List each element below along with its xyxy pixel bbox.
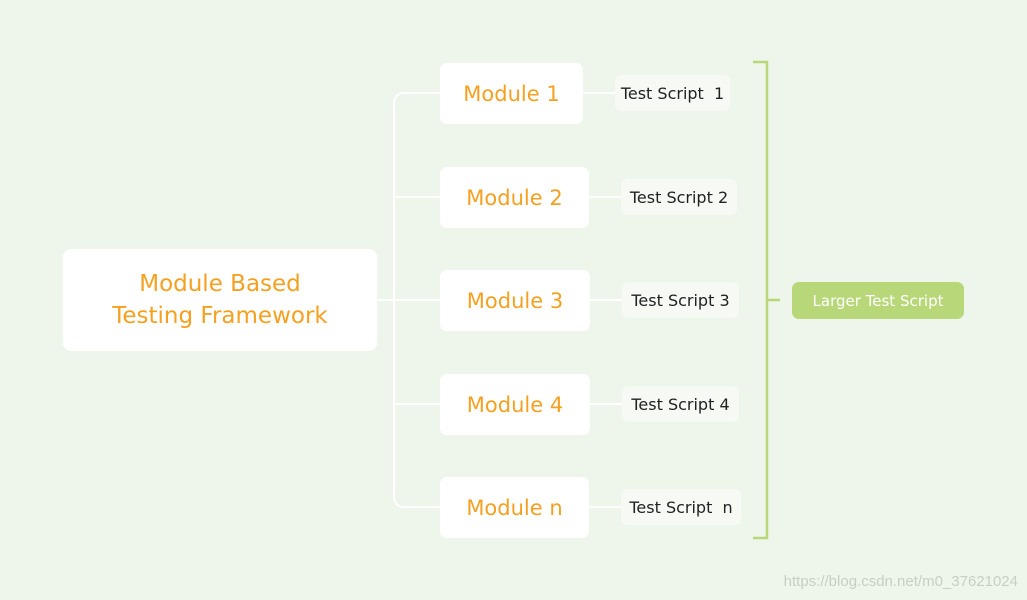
module-label: Module 3 — [466, 288, 564, 313]
test-script-node-2: Test Script 2 — [621, 179, 737, 215]
larger-test-script-node: Larger Test Script — [792, 282, 964, 319]
module-label: Module n — [466, 495, 563, 520]
module-node-2: Module 2 — [440, 167, 589, 228]
test-script-label: Test Script 2 — [629, 187, 729, 207]
watermark-text: https://blog.csdn.net/m0_37621024 — [783, 573, 1018, 590]
test-script-node-1: Test Script 1 — [615, 75, 730, 111]
root-label-line-1: Module Based — [139, 271, 301, 297]
trunk-line — [393, 92, 440, 508]
test-script-node-4: Test Script 4 — [622, 386, 739, 422]
module-label: Module 2 — [466, 185, 563, 210]
test-script-label: Test Script 4 — [631, 394, 730, 414]
larger-test-script-label: Larger Test Script — [812, 291, 944, 310]
test-script-label: Test Script n — [629, 497, 733, 517]
module-node-n: Module n — [440, 477, 589, 538]
root-label-line-2: Testing Framework — [112, 303, 328, 329]
root-node: Module Based Testing Framework — [63, 249, 377, 351]
module-label: Module 1 — [463, 81, 560, 106]
test-script-node-3: Test Script 3 — [622, 282, 739, 318]
test-script-label: Test Script 3 — [631, 290, 730, 310]
test-script-label: Test Script 1 — [620, 83, 725, 103]
module-node-4: Module 4 — [440, 374, 590, 435]
module-node-1: Module 1 — [440, 63, 583, 124]
module-label: Module 4 — [466, 392, 564, 417]
test-script-node-n: Test Script n — [621, 489, 741, 525]
summary-bracket — [753, 60, 769, 540]
module-node-3: Module 3 — [440, 270, 590, 331]
